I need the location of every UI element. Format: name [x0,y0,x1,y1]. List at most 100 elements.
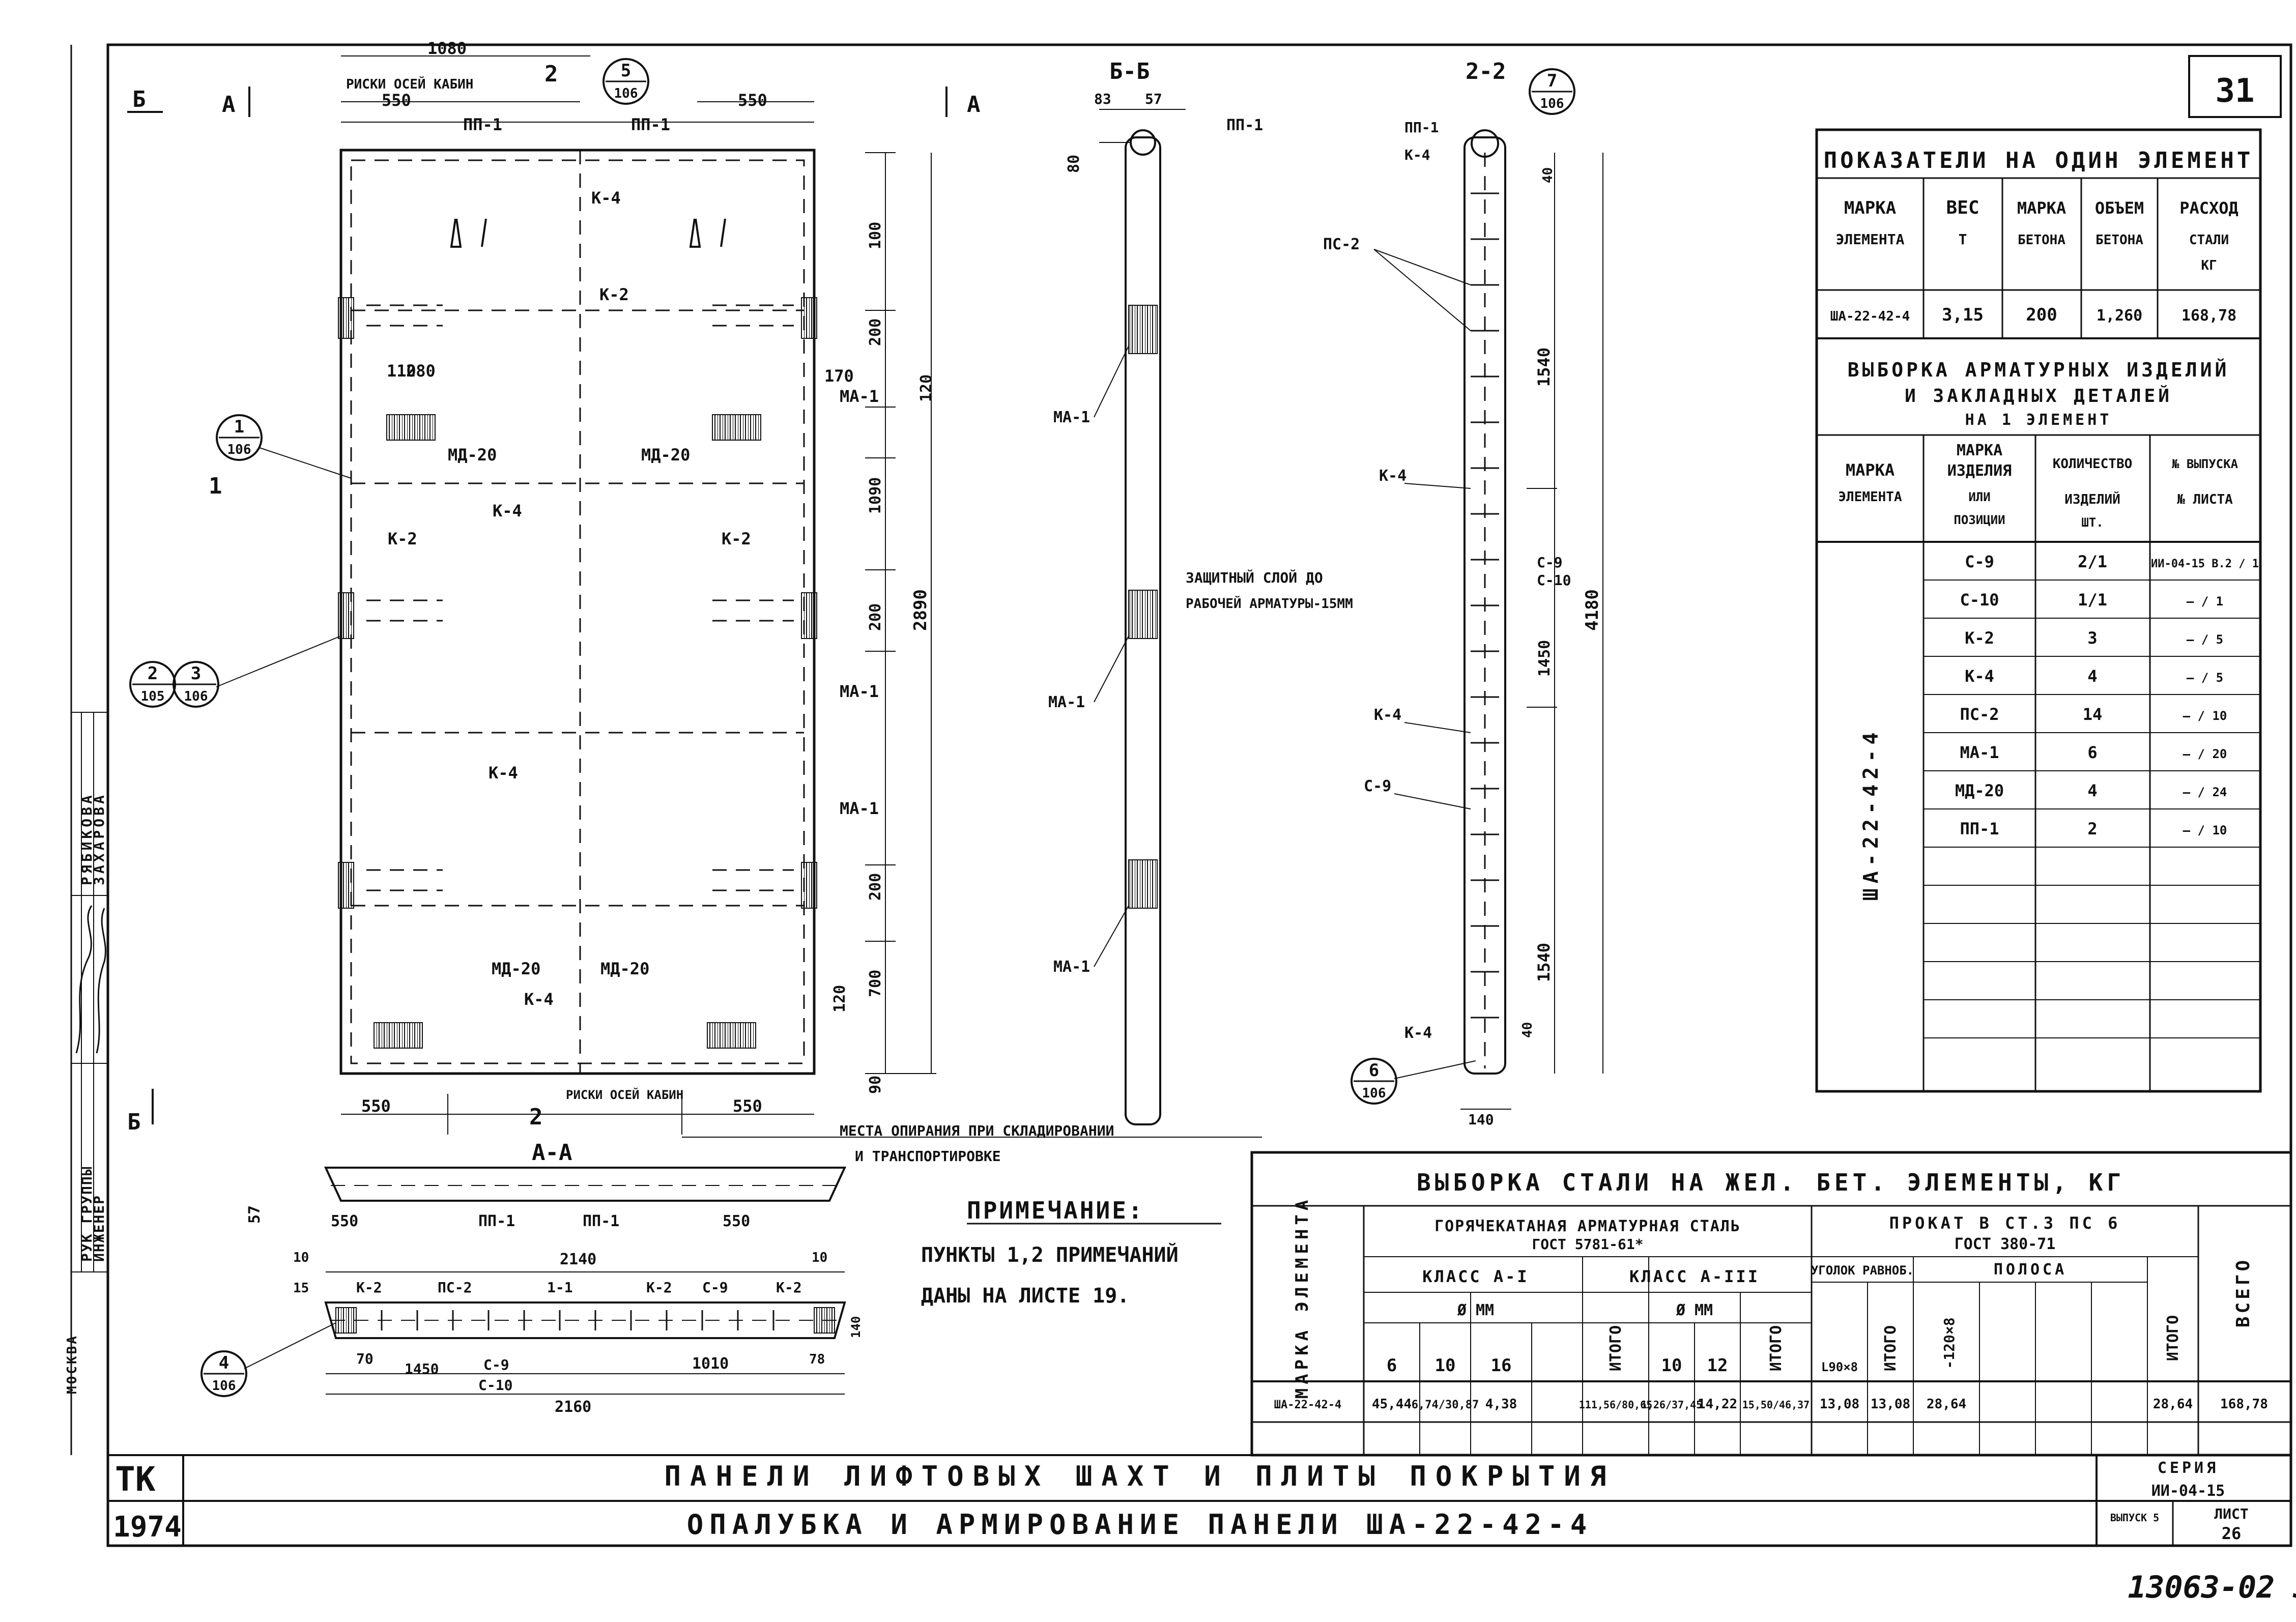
steel-total-b: ИТОГО [1767,1325,1785,1371]
ind-h-brand-2: БЕТОНА [2018,233,2065,248]
selection-table: ВЫБОРКА АРМАТУРНЫХ ИЗДЕЛИЙ И ЗАКЛАДНЫХ Д… [1817,359,2260,1091]
k2-a: К-2 [599,285,629,304]
svg-text:105: 105 [141,689,165,704]
section-b-bottom: Б [127,1109,141,1135]
sel-h-item-1: МАРКА [1957,442,2002,459]
aa-70: 70 [356,1350,374,1367]
svg-text:3: 3 [191,663,201,684]
bb-ma1-c: МА-1 [1053,958,1090,976]
s22-c10: С-10 [1537,572,1571,589]
s22-k4-b: К-4 [1379,467,1407,485]
section-a-left: А [222,92,236,118]
dim-280-a: 280 [406,361,436,381]
svg-text:4: 4 [219,1353,229,1373]
bb-pp1: ПП-1 [1226,117,1263,134]
steel-hot: ГОРЯЧЕКАТАНАЯ АРМАТУРНАЯ СТАЛЬ [1434,1218,1741,1235]
bubble-3-106: 3 106 [173,635,341,708]
steel-rolled: ПРОКАТ В СТ.3 ПС 6 [1889,1213,2121,1233]
sel-title-2: И ЗАКЛАДНЫХ ДЕТАЛЕЙ [1905,385,2172,407]
s22-40-b: 40 [1520,1022,1535,1038]
sel-h-elem-2: ЭЛЕМЕНТА [1838,489,1902,505]
aa-c9: С-9 [702,1279,728,1296]
aa-78: 78 [809,1352,825,1367]
steel-strip-size: -120×8 [1941,1317,1958,1369]
sel-row-ref: — / 5 [2187,671,2223,685]
sheet-title-1: ПАНЕЛИ ЛИФТОВЫХ ШАХТ И ПЛИТЫ ПОКРЫТИЯ [665,1460,1616,1492]
svg-text:7: 7 [1547,71,1557,91]
svg-text:106: 106 [227,442,251,457]
k2-b: К-2 [388,529,417,548]
aa-550-b: 550 [723,1212,750,1230]
aa-57: 57 [246,1205,264,1224]
steel-row-angle-total: 13,08 [1871,1397,1910,1412]
ind-cell-steel: 168,78 [2182,307,2236,325]
aa-15: 15 [293,1281,309,1296]
note-text-2: ДАНЫ НА ЛИСТЕ 19. [921,1284,1129,1308]
dim-1080: 1080 [427,39,467,58]
s22-k4-d: К-4 [1404,1024,1432,1042]
md20-c: МД-20 [492,959,540,978]
role-1: РУК ГРУППЫ [78,1166,95,1262]
s22-protect-2: РАБОЧЕЙ АРМАТУРЫ-15ММ [1186,595,1353,612]
md20-b: МД-20 [641,445,690,465]
city: МОСКВА [65,1334,80,1394]
sel-row-qty: 2 [2087,819,2097,838]
steel-data-row: ША-22-42-4 45,44 6,74/30,87 4,38 111,56/… [1274,1397,2268,1412]
aa-c10: С-10 [478,1377,512,1394]
sel-h-item-2: ИЗДЕЛИЯ [1947,462,2012,480]
aa-pp1-a: ПП-1 [478,1212,515,1230]
s22-1450: 1450 [1536,640,1554,677]
steel-table: ВЫБОРКА СТАЛИ НА ЖЕЛ. БЕТ. ЭЛЕМЕНТЫ, КГ … [1250,1151,2292,1457]
steel-row-grand: 168,78 [2220,1397,2268,1412]
dim-170: 170 [824,366,854,386]
bb-ma1-b: МА-1 [1048,693,1085,711]
s22-1540-b: 1540 [1534,943,1554,982]
sel-row-mark: С-9 [1965,552,1994,571]
sel-row-ref: — / 24 [2183,785,2227,799]
sel-h-ref-1: № ВЫПУСКА [2171,457,2238,471]
steel-phi-1: Ø ММ [1457,1301,1494,1319]
steel-row-b12: 14,22 [1698,1397,1737,1412]
aa-pc2: ПС-2 [438,1279,472,1296]
sel-row-qty: 4 [2087,781,2097,800]
sel-row-ref: — / 10 [2183,709,2227,723]
places-1: МЕСТА ОПИРАНИЯ ПРИ СКЛАДИРОВАНИИ [840,1122,1114,1139]
section-b-top: Б [132,86,146,112]
steel-total-a: ИТОГО [1607,1325,1625,1371]
ma1-a: МА-1 [840,387,879,406]
panel-elevation [127,55,1262,1138]
role-2: ИНЖЕНЕР [91,1195,107,1262]
sel-row-qty: 2/1 [2078,552,2107,571]
s22-4180: 4180 [1582,589,1602,631]
note: ПРИМЕЧАНИЕ: ПУНКТЫ 1,2 ПРИМЕЧАНИЙ ДАНЫ Н… [921,1197,1221,1308]
ind-cell-brand: 200 [2026,305,2057,325]
steel-rolled-gost: ГОСТ 380-71 [1955,1235,2056,1253]
steel-row-strip: 28,64 [1927,1397,1966,1412]
aa-2140: 2140 [560,1251,596,1268]
bb-83: 83 [1094,91,1111,107]
aa-140: 140 [849,1316,863,1338]
steel-row-b10: 1,26/37,45 [1641,1399,1702,1411]
signature-2 [96,908,106,1054]
steel-total-d: ИТОГО [2164,1315,2182,1361]
aa-pp1-b: ПП-1 [583,1212,619,1230]
sel-row-ref: — / 20 [2183,747,2227,761]
sel-h-qty-3: ШТ. [2081,515,2103,530]
risk-label: РИСКИ ОСЕЙ КАБИН [346,76,473,92]
sheet-title-2: ОПАЛУБКА И АРМИРОВАНИЕ ПАНЕЛИ ША-22-42-4 [687,1509,1593,1541]
dim-550-bot-b: 550 [733,1096,762,1116]
sel-title-3: НА 1 ЭЛЕМЕНТ [1965,411,2112,429]
sel-row-qty: 1/1 [2078,590,2107,610]
aa-550-a: 550 [331,1212,358,1230]
steel-d12: 12 [1707,1355,1728,1376]
ind-cell-vol: 1,260 [2097,307,2142,325]
s22-1540-a: 1540 [1534,347,1554,387]
s22-title: 2-2 [1466,59,1506,84]
name-2: ЗАХАРОВА [91,792,107,885]
steel-row-angle: 13,08 [1820,1397,1859,1412]
dim-200-b: 200 [867,603,884,631]
steel-row-atotal: 111,56/80,65 [1579,1399,1653,1411]
ma1-b: МА-1 [840,682,879,701]
s22-protect-1: ЗАЩИТНЫЙ СЛОЙ ДО [1186,569,1323,586]
